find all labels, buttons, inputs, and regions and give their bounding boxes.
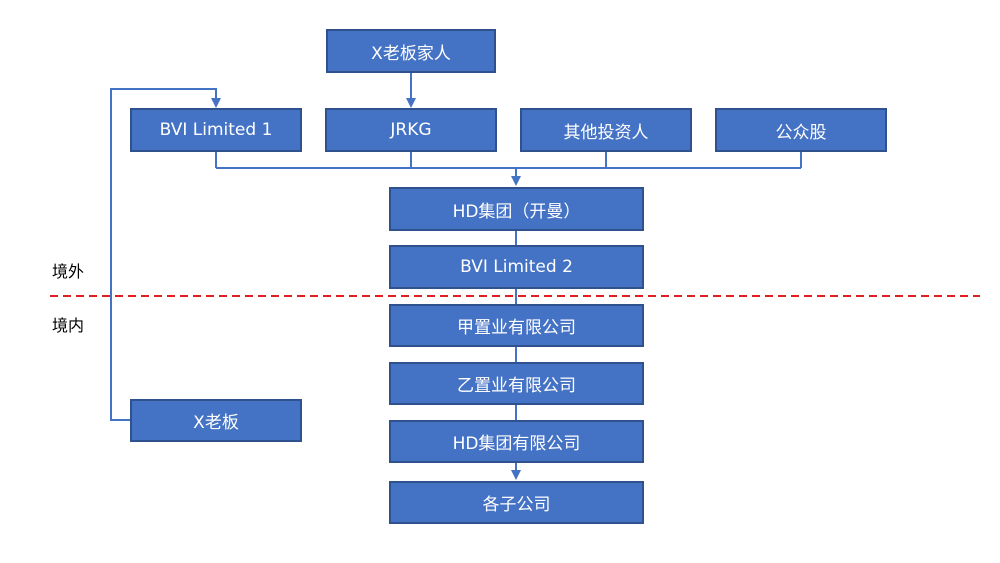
node-yi: 乙置业有限公司	[389, 362, 644, 405]
node-bvi2: BVI Limited 2	[389, 245, 644, 289]
node-boss: X老板	[130, 399, 302, 442]
node-hd-group-ltd: HD集团有限公司	[389, 420, 644, 463]
node-public-shares: 公众股	[715, 108, 887, 152]
node-jia: 甲置业有限公司	[389, 304, 644, 347]
node-jrkg: JRKG	[325, 108, 497, 152]
zone-label-offshore: 境外	[52, 262, 85, 281]
edge-boss-bvi1	[110, 88, 221, 421]
node-other-investors: 其他投资人	[520, 108, 692, 152]
node-family: X老板家人	[326, 29, 496, 73]
node-subsidiaries: 各子公司	[389, 481, 644, 524]
zone-label-onshore: 境内	[52, 316, 85, 335]
node-hd-group-cayman: HD集团（开曼）	[389, 187, 644, 231]
node-bvi1: BVI Limited 1	[130, 108, 302, 152]
